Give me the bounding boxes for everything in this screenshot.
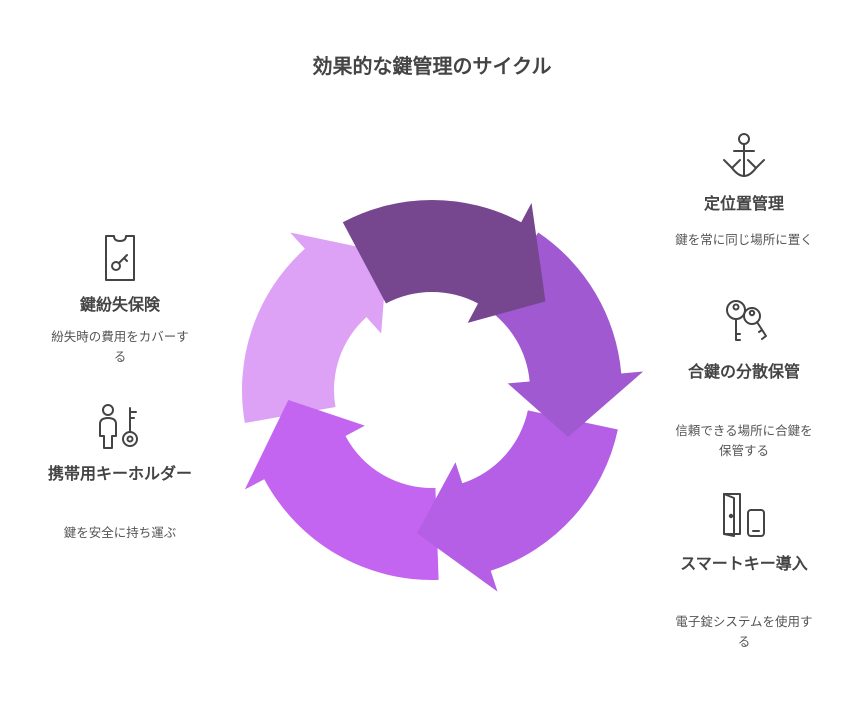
arrow-segment-insurance — [342, 200, 546, 323]
person-key-icon — [94, 402, 146, 452]
desc-smart-key: 電子錠システムを使用する — [675, 614, 813, 649]
desc-key-holder: 鍵を安全に持ち運ぶ — [63, 525, 177, 540]
arrow-segment-key-holder — [242, 232, 388, 423]
key-card-icon — [100, 233, 140, 283]
label-loss-insurance: 鍵紛失保険 — [79, 295, 160, 314]
label-key-holder: 携帯用キーホルダー — [47, 464, 192, 483]
desc-loss-insurance: 紛失時の費用をカバーする — [51, 329, 189, 364]
desc-duplicate-keys: 信頼できる場所に合鍵を保管する — [675, 423, 813, 458]
label-smart-key: スマートキー導入 — [680, 554, 808, 573]
keys-icon — [722, 296, 770, 348]
arrow-segment-duplicate-keys — [416, 410, 618, 592]
door-phone-icon — [718, 490, 772, 538]
diagram-title: 効果的な鍵管理のサイクル — [312, 54, 552, 78]
anchor-icon — [720, 130, 768, 180]
label-duplicate-keys: 合鍵の分散保管 — [687, 362, 800, 381]
desc-fixed-location: 鍵を常に同じ場所に置く — [675, 232, 813, 247]
arrow-segment-smart-key — [244, 400, 439, 580]
label-fixed-location: 定位置管理 — [703, 194, 784, 213]
